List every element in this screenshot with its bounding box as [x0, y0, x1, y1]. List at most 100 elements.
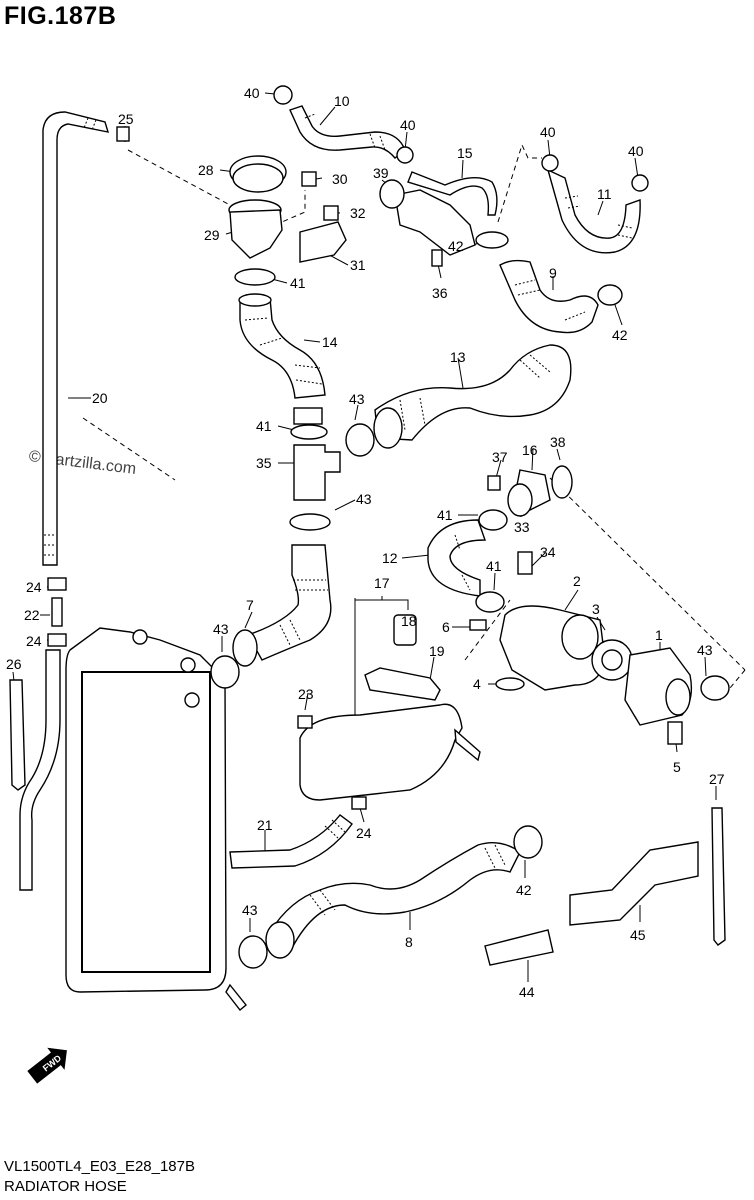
callout-c24b: 24	[26, 633, 42, 649]
callout-c9: 9	[549, 265, 557, 281]
hose-13	[374, 344, 572, 441]
reservoir-19	[297, 614, 481, 810]
callout-c21: 21	[257, 817, 273, 833]
callout-c40c: 40	[540, 124, 556, 140]
hose-14	[239, 297, 326, 399]
oring-4	[495, 677, 525, 691]
callout-c27: 27	[709, 771, 725, 787]
clamp-41c	[478, 509, 508, 531]
clamp-43b	[289, 513, 331, 531]
callout-c4: 4	[473, 676, 481, 692]
callout-c32: 32	[350, 205, 366, 221]
callout-c42b: 42	[612, 327, 628, 343]
hose-8	[269, 842, 521, 950]
callout-c6: 6	[442, 619, 450, 635]
callout-c41a: 41	[290, 275, 306, 291]
callout-c44: 44	[519, 984, 535, 1000]
callout-c24a: 24	[26, 579, 42, 595]
callout-c29: 29	[204, 227, 220, 243]
clamp-43d	[700, 675, 730, 701]
clamp-41b	[290, 424, 328, 440]
callout-c45: 45	[630, 927, 646, 943]
callout-c43b: 43	[356, 491, 372, 507]
overflow-tube-20	[42, 111, 130, 566]
oring-33	[507, 483, 533, 517]
callout-c42a: 42	[448, 238, 464, 254]
clamp-42b	[597, 284, 623, 306]
clamp-40b	[396, 146, 414, 164]
fitting-36	[394, 189, 476, 256]
hose-15	[407, 171, 498, 216]
fwd-arrow: FWD	[27, 1047, 67, 1084]
callout-c7: 7	[246, 597, 254, 613]
hose-9	[499, 259, 599, 334]
callout-c41b: 41	[256, 418, 272, 434]
clamp-43c	[210, 655, 240, 689]
sensor-34	[517, 551, 533, 575]
callout-c43d: 43	[697, 642, 713, 658]
callout-c40b: 40	[400, 117, 416, 133]
callout-c41d: 41	[486, 558, 502, 574]
clamp-43e	[238, 935, 268, 969]
callout-c38: 38	[550, 434, 566, 450]
clamp-43a	[345, 423, 375, 457]
callout-c26: 26	[6, 656, 22, 672]
callout-c15: 15	[457, 145, 473, 161]
callout-c37: 37	[492, 449, 508, 465]
callout-c34: 34	[540, 544, 556, 560]
filler-neck-area	[228, 85, 347, 263]
callout-c8: 8	[405, 934, 413, 950]
clamp-41d	[475, 591, 505, 613]
callout-c40a: 40	[244, 85, 260, 101]
callout-c30: 30	[332, 171, 348, 187]
bolt-5	[667, 721, 683, 745]
page-title: FIG.187B	[4, 2, 117, 30]
radiator	[65, 627, 247, 1012]
clamp-42c	[513, 825, 543, 859]
callout-c11: 11	[597, 186, 612, 202]
bolt-6	[469, 619, 487, 631]
callout-c1: 1	[655, 627, 663, 643]
hose-11	[546, 168, 641, 254]
cap-18	[393, 614, 417, 646]
callout-c18: 18	[401, 613, 417, 629]
callout-c43e: 43	[242, 902, 258, 918]
callout-c28: 28	[198, 162, 214, 178]
callout-c43c: 43	[213, 621, 229, 637]
oring-38	[551, 465, 573, 499]
callout-c16: 16	[522, 442, 538, 458]
callout-c25: 25	[118, 111, 134, 127]
oring-39	[379, 179, 405, 209]
callout-c13: 13	[450, 349, 466, 365]
clamp-42a	[475, 231, 509, 249]
callout-c31: 31	[350, 257, 366, 273]
plate-45	[569, 841, 699, 926]
callout-c17: 17	[374, 575, 390, 591]
callout-c33: 33	[514, 519, 530, 535]
diagram-name: RADIATOR HOSE	[4, 1178, 127, 1195]
clamp-41a	[234, 268, 276, 286]
joint-35	[293, 444, 341, 501]
callout-c36: 36	[432, 285, 448, 301]
callout-labels: 40 10 25 40 40 40 15 39 28 30 32 29 11 4…	[6, 85, 725, 1000]
small-parts-left	[9, 577, 67, 891]
hose-21	[229, 814, 353, 869]
callout-c39: 39	[373, 165, 389, 181]
strap-27	[711, 807, 726, 946]
callout-c22: 22	[24, 607, 40, 623]
callout-c24c: 24	[356, 825, 372, 841]
callout-c42c: 42	[516, 882, 532, 898]
callout-c40d: 40	[628, 143, 644, 159]
dash-lines	[82, 143, 746, 701]
bolt-23	[297, 715, 313, 729]
callout-c5: 5	[673, 759, 681, 775]
callout-c2: 2	[573, 573, 581, 589]
hose-12	[427, 519, 486, 597]
hose-10	[289, 105, 406, 159]
plate-44	[484, 929, 554, 966]
callout-c14: 14	[322, 334, 338, 350]
callout-c12: 12	[382, 550, 398, 566]
callout-c41c: 41	[437, 507, 453, 523]
callout-c19: 19	[429, 643, 445, 659]
